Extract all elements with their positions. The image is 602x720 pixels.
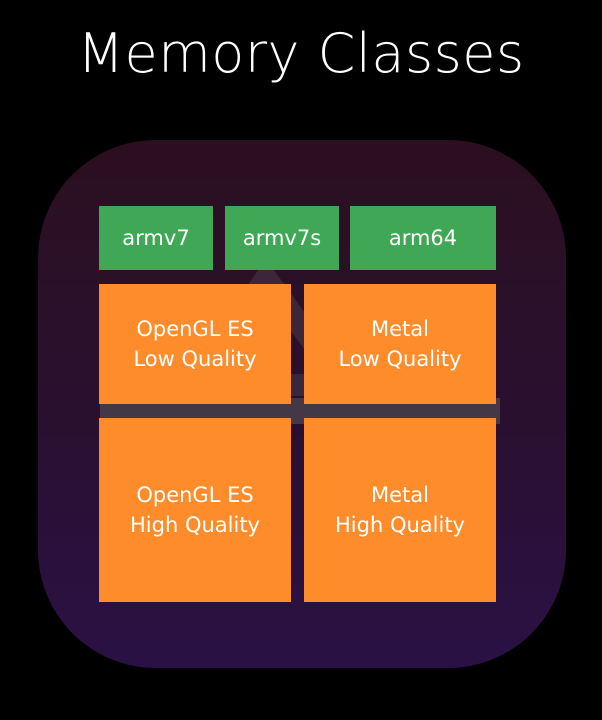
tier-opengl-high-box: OpenGL ES High Quality (99, 418, 291, 602)
tier-api-label: Metal (371, 317, 429, 341)
tier-quality-label: Low Quality (338, 347, 462, 371)
tier-api-label: OpenGL ES (136, 317, 254, 341)
page-title: Memory Classes (77, 22, 525, 85)
tier-opengl-low-box: OpenGL ES Low Quality (99, 284, 291, 404)
tier-metal-low-box: Metal Low Quality (304, 284, 496, 404)
tier-api-label: Metal (371, 483, 429, 507)
tier-quality-label: High Quality (335, 513, 465, 537)
arch-label: arm64 (388, 226, 458, 250)
arch-armv7-box: armv7 (99, 206, 213, 270)
tier-api-label: OpenGL ES (136, 483, 254, 507)
arch-label: armv7s (242, 226, 322, 250)
tier-quality-label: High Quality (130, 513, 260, 537)
tier-quality-label: Low Quality (133, 347, 257, 371)
arch-armv7s-box: armv7s (225, 206, 339, 270)
arch-arm64-box: arm64 (350, 206, 496, 270)
arch-label: armv7 (122, 226, 190, 250)
tier-metal-high-box: Metal High Quality (304, 418, 496, 602)
